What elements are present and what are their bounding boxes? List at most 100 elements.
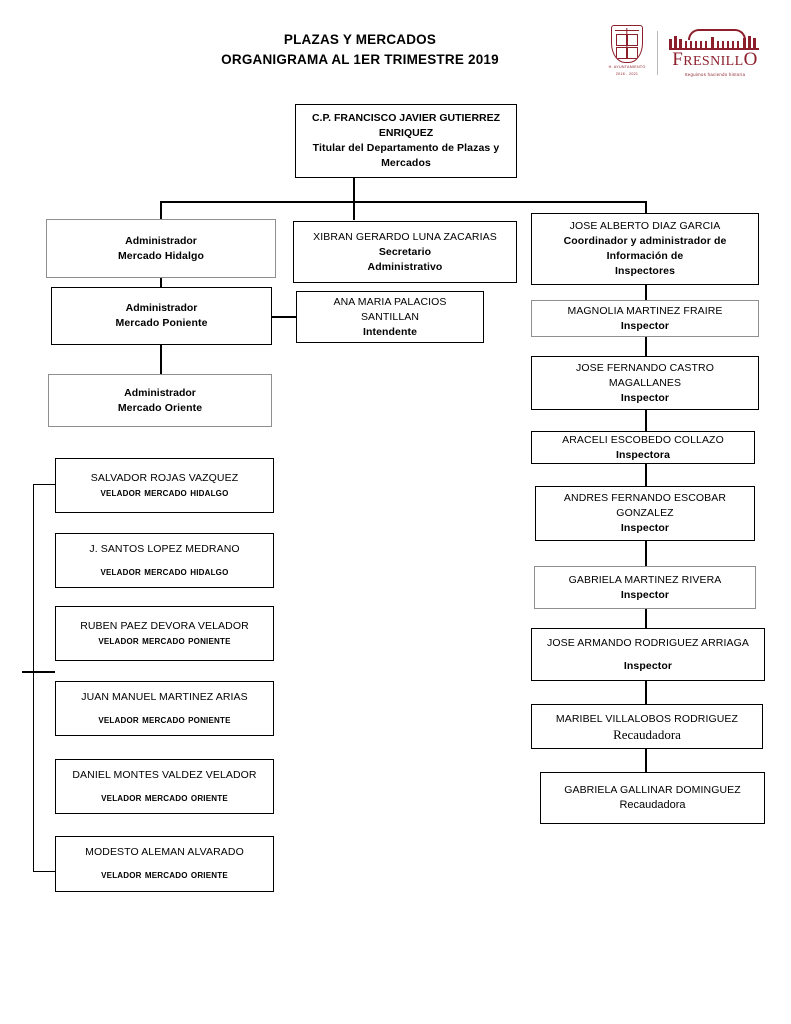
connector-velador-bracket [33, 484, 55, 872]
node-intendente-name-1: ANA MARIA PALACIOS [333, 295, 447, 308]
shield-caption-line-2: 2018 - 2021 [615, 72, 639, 76]
node-recaudadora-maribel-role: Recaudadora [613, 726, 681, 742]
fresnillo-word-b: RESNILL [683, 54, 744, 69]
node-recaudadora-gabriela-name: GABRIELA GALLINAR DOMINGUEZ [564, 784, 741, 796]
node-administrador-oriente-role: Mercado Oriente [117, 401, 203, 414]
node-inspector-castro-name-1: JOSE FERNANDO CASTRO [576, 361, 714, 374]
node-velador-daniel-name: DANIEL MONTES VALDEZ VELADOR [72, 768, 257, 781]
node-velador-modesto-role: VELADOR MERCADO ORIENTE [101, 869, 228, 881]
node-inspector-magnolia-name: MAGNOLIA MARTINEZ FRAIRE [567, 304, 723, 317]
node-coordinador-name: JOSE ALBERTO DIAZ GARCIA [569, 220, 721, 232]
node-coordinador-role-3: Inspectores [614, 265, 676, 277]
node-inspector-andres-role: Inspector [620, 522, 670, 534]
node-inspector-gabriela-martinez-role: Inspector [620, 588, 670, 601]
node-velador-ruben-name: RUBEN PAEZ DEVORA VELADOR [80, 619, 249, 632]
connector-drop-administradores [160, 201, 162, 220]
node-administrador-hidalgo-role: Mercado Hidalgo [117, 249, 205, 262]
connector-andres-gabrielam [645, 541, 647, 566]
connector-poniente-intendente [272, 316, 296, 319]
node-inspector-jose-armando-name: JOSE ARMANDO RODRIGUEZ ARRIAGA [547, 636, 749, 649]
node-root-role-1: Titular del Departamento de Plazas y [312, 142, 500, 154]
connector-coord-magnolia [645, 285, 647, 300]
connector-drop-secretario [353, 201, 355, 220]
node-recaudadora-gabriela[interactable]: GABRIELA GALLINAR DOMINGUEZ Recaudadora [540, 772, 765, 824]
node-administrador-hidalgo[interactable]: Administrador Mercado Hidalgo [46, 219, 276, 278]
node-velador-modesto[interactable]: MODESTO ALEMAN ALVARADO VELADOR MERCADO … [55, 836, 274, 892]
node-velador-santos-name: J. SANTOS LOPEZ MEDRANO [89, 542, 240, 555]
node-administrador-poniente[interactable]: Administrador Mercado Poniente [51, 287, 272, 345]
node-intendente-role: Intendente [362, 325, 418, 338]
fresnillo-logo: FRESNILLO Seguimos haciendo historia [667, 29, 763, 77]
node-administrador-oriente[interactable]: Administrador Mercado Oriente [48, 374, 272, 427]
node-inspector-castro[interactable]: JOSE FERNANDO CASTRO MAGALLANES Inspecto… [531, 356, 759, 410]
node-velador-ruben-role: VELADOR MERCADO PONIENTE [98, 634, 231, 647]
node-inspector-andres-name-1: ANDRES FERNANDO ESCOBAR [563, 492, 727, 504]
connector-main-bar [160, 201, 646, 203]
connector-drop-coordinador [645, 201, 647, 213]
node-inspectora-araceli-name: ARACELI ESCOBEDO COLLAZO [562, 433, 724, 446]
node-administrador-poniente-name: Administrador [125, 302, 198, 314]
fresnillo-word-a: F [672, 49, 684, 70]
skyline-icon [667, 29, 763, 50]
node-inspectora-araceli-role: Inspectora [615, 448, 671, 461]
node-root[interactable]: C.P. FRANCISCO JAVIER GUTIERREZ ENRIQUEZ… [295, 104, 517, 178]
node-inspector-jose-armando[interactable]: JOSE ARMANDO RODRIGUEZ ARRIAGA Inspector [531, 628, 765, 681]
connector-root-stem [353, 177, 355, 202]
node-velador-santos[interactable]: J. SANTOS LOPEZ MEDRANO VELADOR MERCADO … [55, 533, 274, 588]
title-line-2: ORGANIGRAMA AL 1ER TRIMESTRE 2019 [221, 52, 499, 67]
node-inspector-gabriela-martinez[interactable]: GABRIELA MARTINEZ RIVERA Inspector [534, 566, 756, 609]
node-coordinador-inspectores[interactable]: JOSE ALBERTO DIAZ GARCIA Coordinador y a… [531, 213, 759, 285]
connector-hidalgo-poniente [160, 277, 162, 287]
node-secretario-name: XIBRAN GERARDO LUNA ZACARIAS [313, 230, 497, 243]
node-administrador-poniente-role: Mercado Poniente [115, 317, 208, 329]
node-velador-juan[interactable]: JUAN MANUEL MARTINEZ ARIAS VELADOR MERCA… [55, 681, 274, 736]
node-inspector-magnolia-role: Inspector [620, 319, 670, 332]
node-root-name-2: ENRIQUEZ [378, 127, 434, 139]
connector-velador-bracket-mid [22, 671, 55, 673]
connector-maribel-gabrielag [645, 749, 647, 772]
logo-group: H. AYUNTAMIENTO 2018 - 2021 [604, 24, 774, 82]
node-velador-salvador[interactable]: SALVADOR ROJAS VAZQUEZ VELADOR MERCADO H… [55, 458, 274, 513]
fresnillo-tagline: Seguimos haciendo historia [684, 72, 746, 77]
node-intendente[interactable]: ANA MARIA PALACIOS SANTILLAN Intendente [296, 291, 484, 343]
node-secretario-role-1: Secretario [378, 245, 432, 258]
node-inspector-andres-name-2: GONZALEZ [616, 507, 674, 519]
node-recaudadora-maribel-name: MARIBEL VILLALOBOS RODRIGUEZ [555, 712, 739, 725]
node-inspector-jose-armando-role: Inspector [623, 659, 673, 672]
node-velador-santos-role: VELADOR MERCADO HIDALGO [100, 565, 229, 578]
node-secretario-administrativo[interactable]: XIBRAN GERARDO LUNA ZACARIAS Secretario … [293, 221, 517, 283]
shield-caption-line-1: H. AYUNTAMIENTO [608, 65, 646, 69]
connector-gabrielam-jose [645, 609, 647, 628]
node-velador-juan-name: JUAN MANUEL MARTINEZ ARIAS [81, 690, 248, 703]
fresnillo-wordmark: FRESNILLO [672, 50, 757, 71]
page-title: PLAZAS Y MERCADOS ORGANIGRAMA AL 1ER TRI… [150, 30, 570, 70]
node-inspector-magnolia[interactable]: MAGNOLIA MARTINEZ FRAIRE Inspector [531, 300, 759, 337]
node-inspector-castro-role: Inspector [620, 391, 670, 404]
connector-castro-araceli [645, 410, 647, 431]
node-root-name-1: C.P. FRANCISCO JAVIER GUTIERREZ [311, 112, 501, 124]
node-inspector-gabriela-martinez-name: GABRIELA MARTINEZ RIVERA [568, 573, 722, 586]
node-inspector-andres[interactable]: ANDRES FERNANDO ESCOBAR GONZALEZ Inspect… [535, 486, 755, 541]
node-secretario-role-2: Administrativo [367, 260, 443, 273]
node-velador-juan-role: VELADOR MERCADO PONIENTE [98, 713, 231, 726]
node-velador-salvador-role: VELADOR MERCADO HIDALGO [100, 486, 229, 499]
node-velador-ruben[interactable]: RUBEN PAEZ DEVORA VELADOR VELADOR MERCAD… [55, 606, 274, 661]
node-recaudadora-maribel[interactable]: MARIBEL VILLALOBOS RODRIGUEZ Recaudadora [531, 704, 763, 749]
node-velador-daniel-role: VELADOR MERCADO ORIENTE [101, 791, 228, 804]
node-velador-daniel[interactable]: DANIEL MONTES VALDEZ VELADOR VELADOR MER… [55, 759, 274, 814]
node-inspectora-araceli[interactable]: ARACELI ESCOBEDO COLLAZO Inspectora [531, 431, 755, 464]
node-coordinador-role-2: Información de [606, 250, 684, 262]
fresnillo-word-c: O [743, 49, 758, 70]
connector-araceli-andres [645, 464, 647, 486]
node-root-role-2: Mercados [381, 157, 431, 169]
logo-divider [657, 31, 658, 75]
node-administrador-hidalgo-name: Administrador [125, 234, 197, 247]
node-velador-salvador-name: SALVADOR ROJAS VAZQUEZ [90, 471, 239, 484]
node-intendente-name-2: SANTILLAN [360, 310, 420, 323]
node-administrador-oriente-name: Administrador [124, 386, 196, 399]
node-velador-modesto-name: MODESTO ALEMAN ALVARADO [85, 846, 244, 858]
title-line-1: PLAZAS Y MERCADOS [283, 32, 437, 47]
connector-poniente-oriente [160, 345, 162, 374]
connector-magnolia-castro [645, 337, 647, 356]
